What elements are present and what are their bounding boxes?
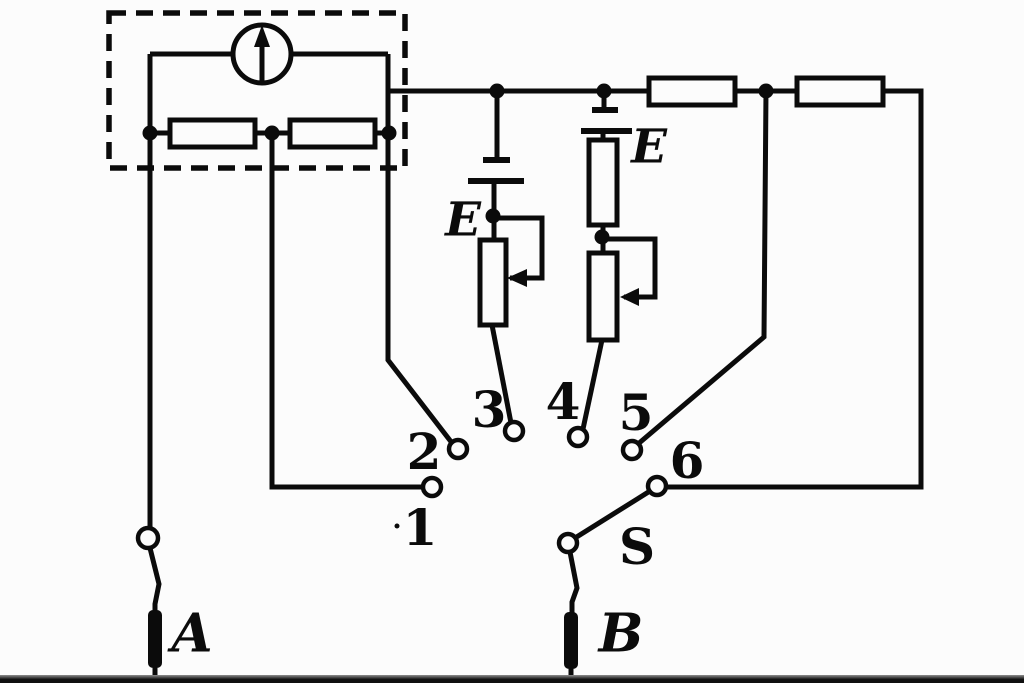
wire-probeA-upper — [147, 547, 162, 611]
contact-4-terminal — [566, 425, 590, 449]
contact-1-label: 1 — [402, 498, 438, 557]
probe-tip-icon-b — [564, 612, 578, 669]
meter-enclosure-box — [106, 10, 408, 171]
battery2-series-resistor — [586, 137, 620, 228]
frame-bottom-edge — [0, 675, 1024, 683]
probe-tip-icon-a — [148, 610, 162, 668]
wire-contact1 — [269, 133, 423, 490]
series-resistor-1 — [646, 75, 738, 108]
battery2-icon — [581, 107, 632, 134]
contact-3-terminal — [502, 419, 526, 443]
probeB-label: B — [598, 602, 644, 665]
rheostat-2-arrow-icon — [620, 288, 639, 306]
wire-contact3 — [489, 324, 514, 424]
contact-2-terminal — [446, 437, 470, 461]
wire-contact4 — [580, 339, 605, 430]
rheostat-1-body — [477, 237, 509, 328]
switch-label: S — [618, 517, 656, 576]
wire-probeB-upper — [567, 551, 580, 613]
shunt-resistor-1 — [167, 117, 258, 150]
wire-rheostat2-tap — [602, 236, 658, 300]
contact-4-label: 4 — [545, 372, 581, 431]
contact-3-label: 3 — [471, 380, 507, 439]
rheostat-1-arrow-icon — [507, 269, 527, 287]
contact-6-terminal — [645, 474, 669, 498]
wires — [147, 51, 924, 683]
junction-dots — [142, 83, 774, 529]
switch-pivot-terminal — [556, 531, 580, 555]
contact-6-label: 6 — [669, 431, 705, 490]
contact-5-label: 5 — [618, 383, 654, 442]
wire-contact2 — [385, 54, 454, 445]
contact-1-terminal — [420, 475, 444, 499]
battery1-label: E — [445, 192, 481, 248]
probeA-label: A — [171, 602, 213, 665]
series-resistor-2 — [794, 75, 886, 108]
shunt-resistor-2 — [287, 117, 378, 150]
selector-contacts — [135, 419, 669, 555]
battery1-icon — [468, 157, 524, 184]
contact-5-terminal — [620, 438, 644, 462]
battery2-label: E — [631, 119, 667, 175]
probeA-terminal — [135, 525, 161, 551]
contact-2-label: 2 — [406, 422, 442, 481]
rheostat-2-body — [586, 250, 620, 343]
wire-contact5 — [636, 90, 769, 446]
switch-lever-icon — [573, 488, 652, 541]
galvanometer-icon — [230, 22, 294, 86]
